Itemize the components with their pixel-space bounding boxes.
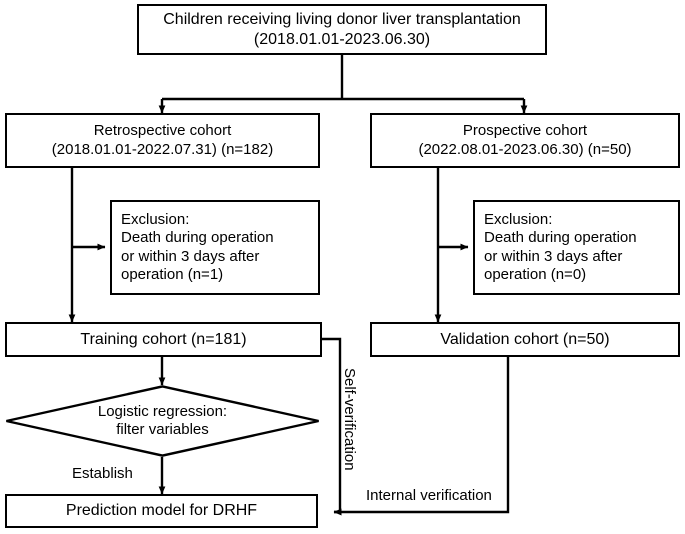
diamond-shape [6, 385, 319, 457]
edge-label-establish: Establish [72, 465, 133, 482]
node-exclusion-left-line3: or within 3 days after [121, 247, 260, 265]
node-retrospective-cohort: Retrospective cohort (2018.01.01-2022.07… [5, 113, 320, 168]
edge-label-internal-verification: Internal verification [366, 487, 492, 504]
node-prediction-model-label: Prediction model for DRHF [65, 502, 258, 520]
edge-internal-verification [333, 357, 510, 516]
edge-self-verification-loop [322, 337, 342, 516]
node-logistic-regression: Logistic regression: filter variables [5, 385, 320, 457]
node-training-cohort: Training cohort (n=181) [5, 322, 322, 357]
node-enrollment-line2: (2018.01.01-2023.06.30) [253, 30, 431, 48]
node-prospective-cohort-line1: Prospective cohort [462, 122, 588, 140]
node-enrollment-line1: Children receiving living donor liver tr… [163, 10, 521, 28]
node-exclusion-right-line2: Death during operation [484, 229, 637, 247]
node-exclusion-right-line4: operation (n=0) [484, 265, 587, 283]
node-validation-cohort: Validation cohort (n=50) [370, 322, 680, 357]
node-prediction-model: Prediction model for DRHF [5, 494, 318, 528]
node-retrospective-cohort-line1: Retrospective cohort [93, 122, 232, 140]
node-exclusion-left-line4: operation (n=1) [121, 265, 224, 283]
node-enrollment: Children receiving living donor liver tr… [137, 4, 547, 55]
node-prospective-cohort: Prospective cohort (2022.08.01-2023.06.3… [370, 113, 680, 168]
node-exclusion-right-line1: Exclusion: [484, 210, 553, 228]
node-training-cohort-label: Training cohort (n=181) [80, 330, 247, 348]
node-prospective-cohort-line2: (2022.08.01-2023.06.30) (n=50) [418, 140, 632, 158]
node-exclusion-left: Exclusion: Death during operation or wit… [110, 200, 320, 295]
node-validation-cohort-label: Validation cohort (n=50) [440, 330, 610, 348]
node-exclusion-right: Exclusion: Death during operation or wit… [473, 200, 680, 295]
edge-label-self-verification: Self-verification [341, 368, 358, 471]
node-retrospective-cohort-line2: (2018.01.01-2022.07.31) (n=182) [51, 140, 274, 158]
node-exclusion-right-line3: or within 3 days after [484, 247, 623, 265]
node-exclusion-left-line2: Death during operation [121, 229, 274, 247]
node-exclusion-left-line1: Exclusion: [121, 210, 190, 228]
